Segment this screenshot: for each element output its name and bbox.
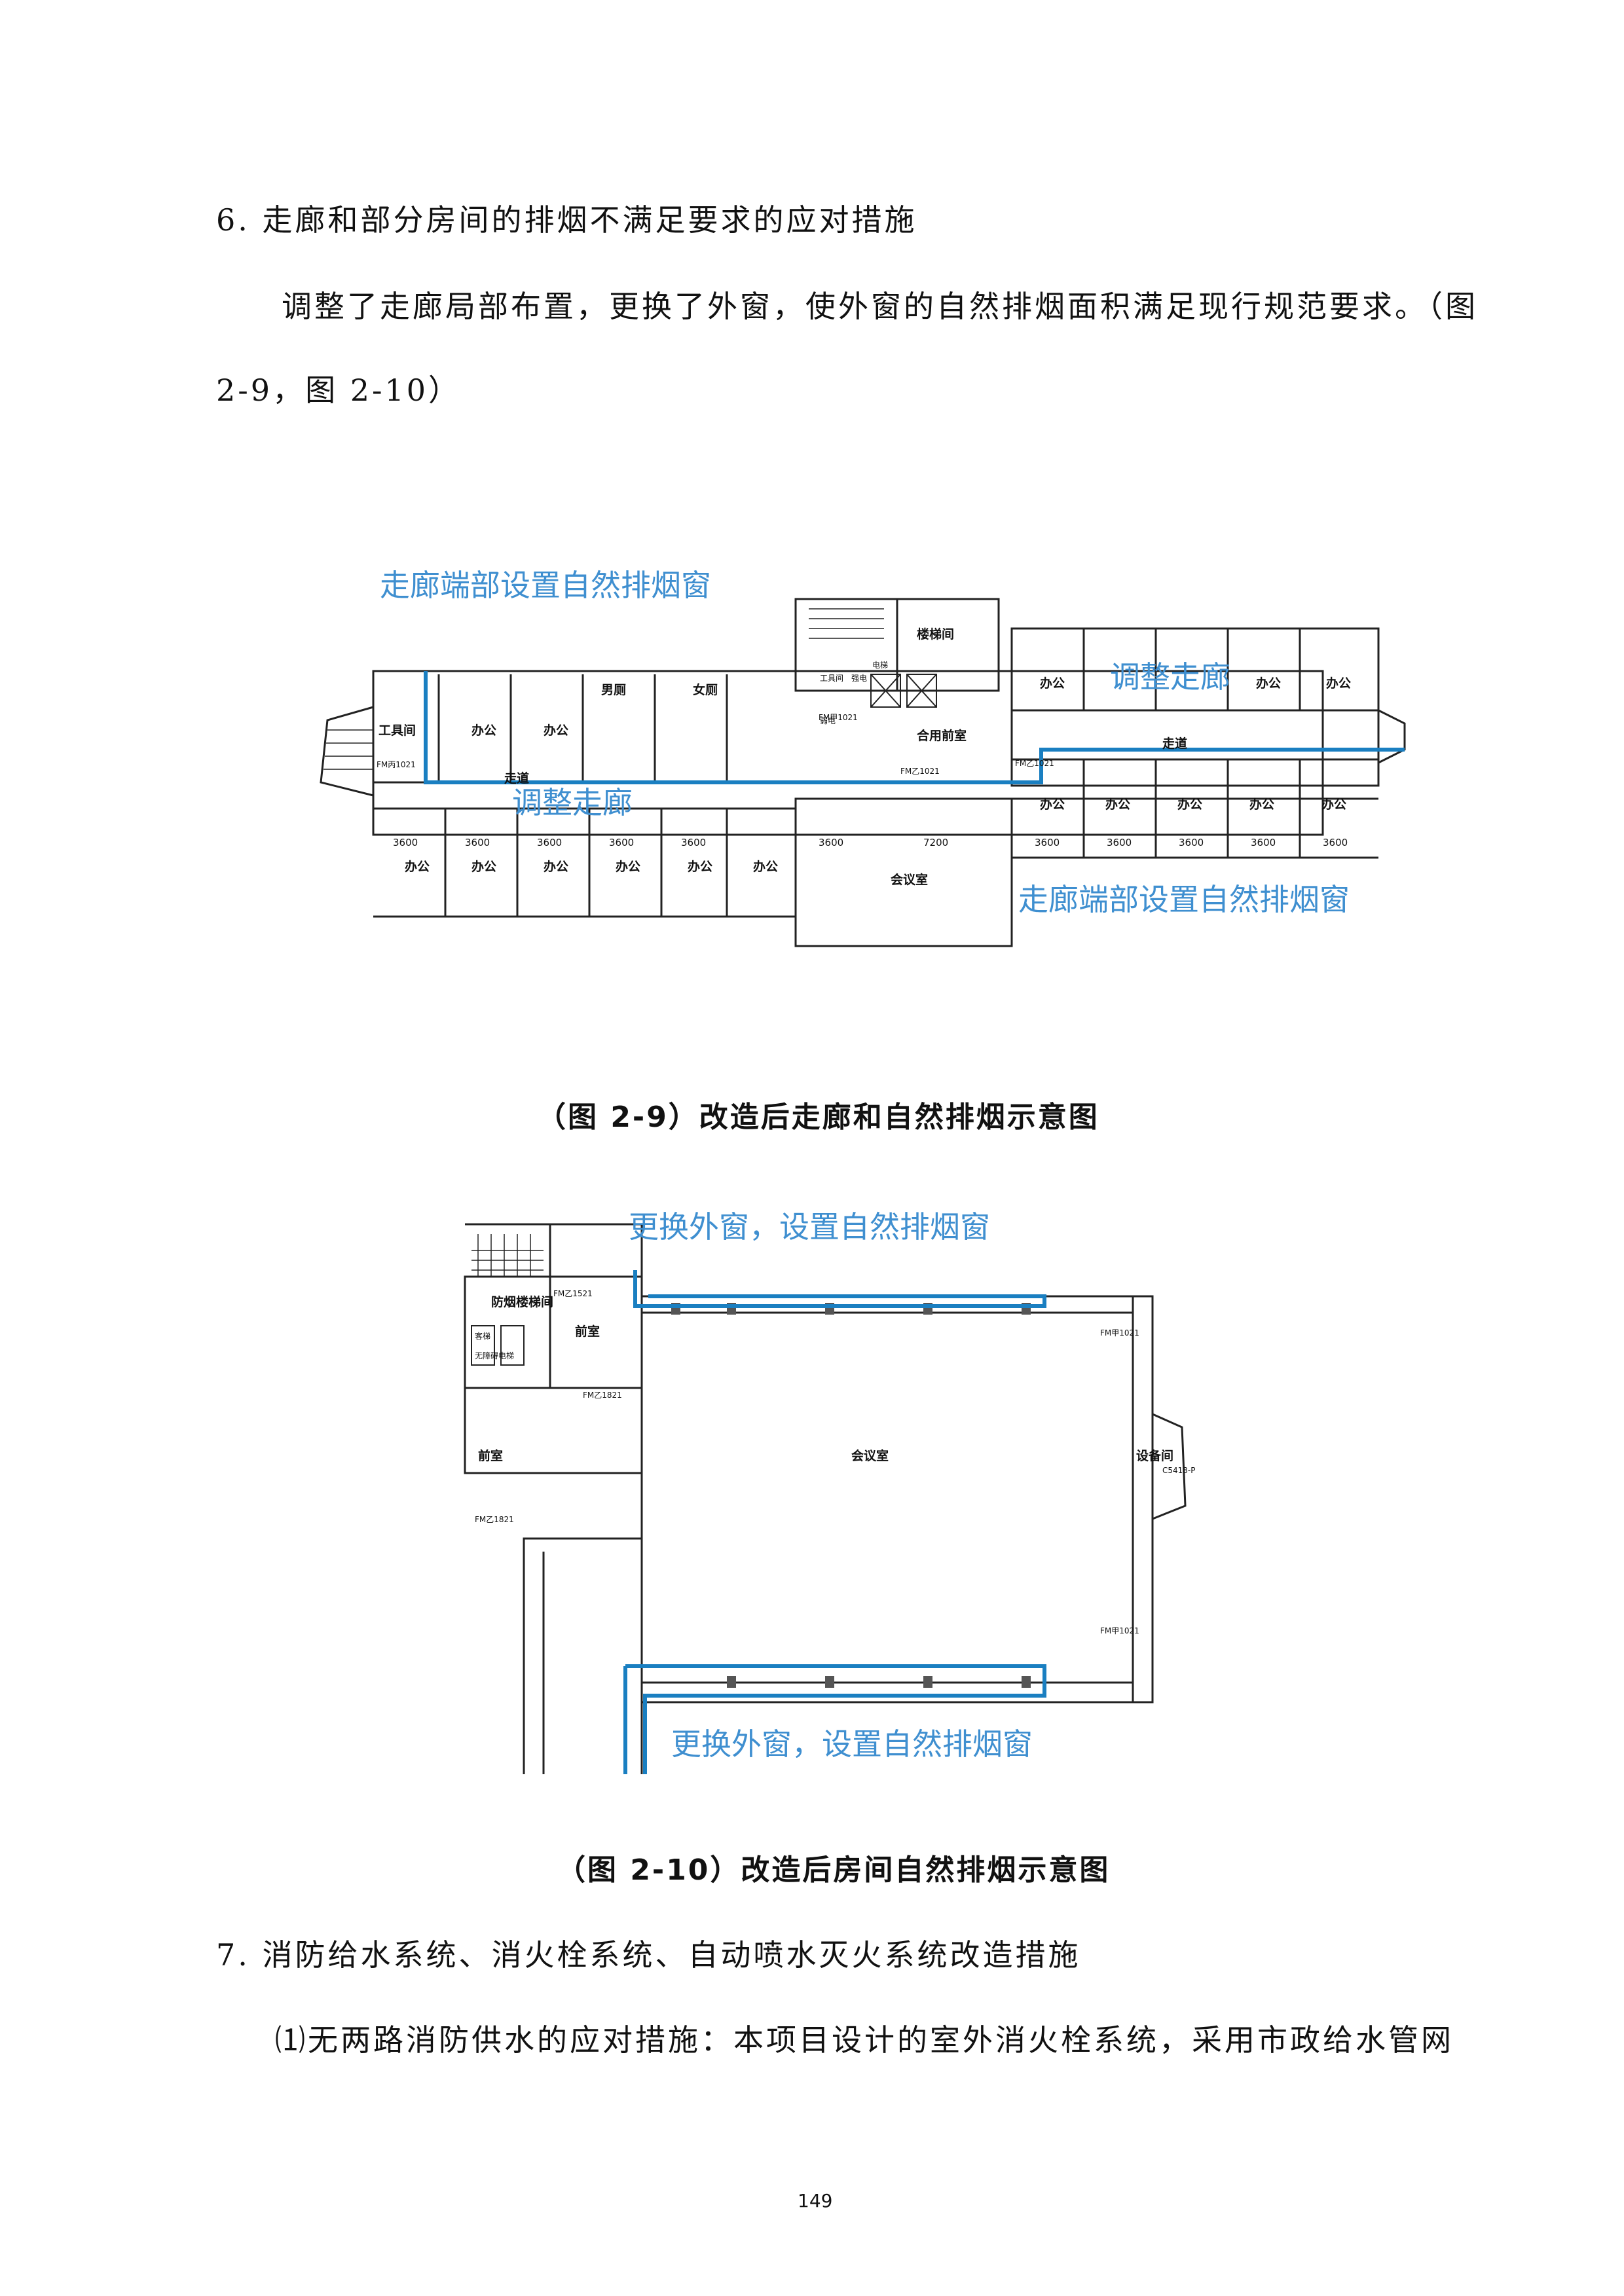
- figure-2-10-floorplan: 更换外窗，设置自然排烟窗 更换外窗，设置自然排烟窗 防烟楼梯间 前室 前室 会议…: [464, 1209, 1195, 1774]
- fig1-dim: 3600: [1251, 837, 1276, 848]
- fig1-room-office: 办公: [405, 859, 430, 874]
- fig1-adjust-corridor-right: 调整走廊: [1110, 659, 1230, 695]
- section-6-paragraph-line2: 2-9，图 2-10）: [216, 373, 462, 408]
- fig1-dim: 3600: [609, 837, 634, 848]
- fig1-room-strong-elec: 强电: [851, 674, 867, 683]
- fig1-room-lobby: 合用前室: [917, 728, 967, 743]
- fig2-door-code: FM甲1021: [1100, 1328, 1139, 1338]
- fig1-dim: 3600: [393, 837, 418, 848]
- fig1-room-mens: 男厕: [601, 683, 626, 697]
- fig1-door-code: FM乙1021: [1015, 759, 1054, 768]
- fig1-room-office: 办公: [616, 859, 640, 874]
- fig1-room-office: 办公: [471, 723, 496, 738]
- fig1-dim: 3600: [1107, 837, 1132, 848]
- fig2-door-code: FM甲1021: [1100, 1626, 1139, 1635]
- fig2-top-annotation: 更换外窗，设置自然排烟窗: [629, 1209, 990, 1245]
- fig1-door-code: FM甲1021: [819, 713, 858, 722]
- figure-2-9-floorplan: 走廊端部设置自然排烟窗 走廊端部设置自然排烟窗 调整走廊 调整走廊 工具间 办公…: [320, 568, 1406, 947]
- fig1-dim: 7200: [923, 837, 948, 848]
- fig1-door-code: FM乙1021: [900, 767, 940, 776]
- fig1-adjust-corridor-left: 调整走廊: [512, 785, 633, 820]
- fig2-door-code: FM乙1821: [583, 1391, 622, 1400]
- figure-2-9-caption: （图 2-9）改造后走廊和自然排烟示意图: [537, 1101, 1099, 1134]
- section-6-paragraph-line1: 调整了走廊局部布置，更换了外窗，使外窗的自然排烟面积满足现行规范要求。（图: [282, 289, 1478, 324]
- fig2-room-equipment: 设备间: [1136, 1448, 1173, 1463]
- fig1-room-meeting: 会议室: [891, 872, 928, 887]
- fig1-top-left-annotation: 走廊端部设置自然排烟窗: [380, 568, 711, 603]
- meeting-room-outline: [794, 797, 1013, 947]
- fig1-dim: 3600: [1179, 837, 1204, 848]
- fig1-room-womens: 女厕: [693, 682, 718, 697]
- fig1-room-office: 办公: [1040, 676, 1065, 691]
- fig1-dim: 3600: [1035, 837, 1060, 848]
- replaced-windows-highlight: [623, 1270, 1046, 1774]
- fig1-room-office: 办公: [1105, 797, 1130, 812]
- fig1-room-office: 办公: [688, 859, 712, 874]
- fig1-corridor: 走道: [504, 771, 529, 786]
- fig1-room-office: 办公: [753, 859, 778, 874]
- fig2-room-anteroom-top: 前室: [575, 1324, 600, 1339]
- fig1-dim: 3600: [681, 837, 706, 848]
- fig1-room-office: 办公: [471, 859, 496, 874]
- fig1-room-stair: 楼梯间: [917, 627, 954, 642]
- page-number: 149: [798, 2190, 833, 2212]
- fig1-room-office: 办公: [1249, 797, 1274, 812]
- section-7-paragraph-line1: ⑴无两路消防供水的应对措施：本项目设计的室外消火栓系统，采用市政给水管网: [275, 2022, 1454, 2058]
- fig2-window-code: C5418-P: [1162, 1466, 1195, 1475]
- fig1-room-office: 办公: [1256, 676, 1281, 691]
- fig1-room-tool-small: 工具间: [820, 674, 843, 683]
- fig1-room-office: 办公: [1326, 676, 1351, 691]
- section-6-heading: 6. 走廊和部分房间的排烟不满足要求的应对措施: [216, 202, 917, 238]
- figure-2-10-caption: （图 2-10）改造后房间自然排烟示意图: [557, 1853, 1111, 1887]
- fig2-elevator-a: 客梯: [475, 1331, 490, 1341]
- fig1-room-office: 办公: [544, 723, 568, 738]
- fig1-room-office: 办公: [1040, 797, 1065, 812]
- fig1-dim: 3600: [465, 837, 490, 848]
- adjusted-corridor-highlight: [424, 671, 1405, 784]
- fig2-bottom-annotation: 更换外窗，设置自然排烟窗: [671, 1726, 1033, 1762]
- fig1-bottom-right-annotation: 走廊端部设置自然排烟窗: [1018, 882, 1350, 917]
- fig2-room-smoke-stair: 防烟楼梯间: [491, 1294, 553, 1309]
- fig1-room-office: 办公: [1177, 797, 1202, 812]
- fig1-dim: 3600: [537, 837, 562, 848]
- left-wing-outline: [372, 670, 1324, 836]
- fig1-dim: 3600: [1323, 837, 1348, 848]
- fig1-corridor: 走道: [1162, 736, 1187, 751]
- section-7-heading: 7. 消防给水系统、消火栓系统、自动喷水灭火系统改造措施: [216, 1937, 1081, 1973]
- fig2-door-code: FM乙1521: [553, 1289, 593, 1298]
- fig1-room-weak-elec: 弱电: [820, 716, 836, 725]
- fig2-room-meeting: 会议室: [851, 1448, 889, 1463]
- fig1-room-elevator: 电梯: [872, 661, 888, 670]
- fig1-room-tool: 工具间: [378, 723, 416, 738]
- fig1-dim: 3600: [819, 837, 843, 848]
- fig2-elevator-b: 无障碍电梯: [475, 1351, 514, 1360]
- fig1-room-office: 办公: [544, 859, 568, 874]
- fig1-room-office: 办公: [1321, 797, 1346, 812]
- fig2-room-anteroom-left: 前室: [478, 1448, 503, 1463]
- fig2-door-code: FM乙1821: [475, 1515, 514, 1524]
- fig1-door-code: FM丙1021: [377, 760, 416, 769]
